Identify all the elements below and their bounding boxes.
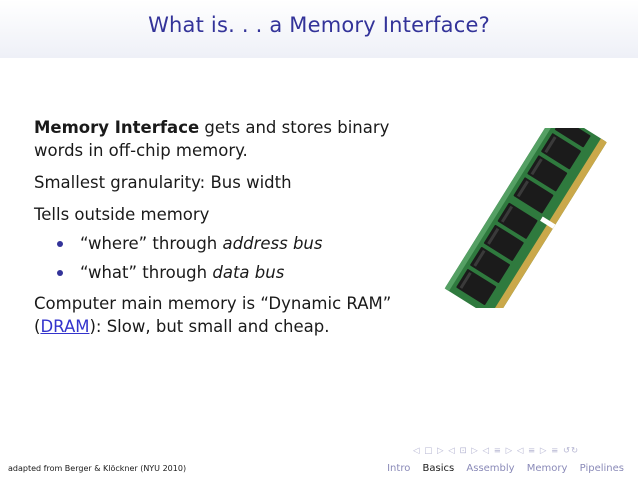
nav-item-assembly[interactable]: Assembly: [466, 463, 515, 474]
dram-line-2: ): Slow, but small and cheap.: [89, 317, 330, 336]
nav-item-pipelines[interactable]: Pipelines: [579, 463, 624, 474]
bullet-icon: [57, 241, 63, 247]
dram-link[interactable]: DRAM: [40, 317, 90, 336]
nav-item-basics[interactable]: Basics: [422, 463, 455, 474]
paragraph-dram: Computer main memory is “Dynamic RAM” (D…: [34, 292, 429, 338]
ram-module-icon: [440, 110, 620, 321]
slide-header: What is. . . a Memory Interface?: [0, 0, 638, 58]
dram-line-1: Computer main memory is “Dynamic RAM”: [34, 294, 392, 313]
bullet-emphasis: data bus: [212, 263, 285, 282]
slide-footer: adapted from Berger & Klöckner (NYU 2010…: [0, 456, 638, 479]
bullet-item-address: “where” through address bus: [54, 232, 429, 255]
paragraph-text: gets and stores binary words in off-chip…: [34, 118, 390, 160]
slide-body: Memory Interface gets and stores binary …: [34, 116, 429, 347]
beamer-nav-controls[interactable]: ◁ □ ▷ ◁ ⊡ ▷ ◁ ≡ ▷ ◁ ≡ ▷ ≡ ↺↻: [413, 446, 580, 456]
paragraph-granularity: Smallest granularity: Bus width: [34, 173, 292, 192]
bullet-list: “where” through address bus “what” throu…: [54, 232, 429, 284]
bullet-text: “where” through: [80, 234, 223, 253]
term-memory-interface: Memory Interface: [34, 118, 200, 137]
paren-open: (: [34, 317, 41, 336]
bullet-icon: [57, 270, 63, 276]
section-nav: Intro Basics Assembly Memory Pipelines: [378, 463, 624, 474]
bullet-text: “what” through: [80, 263, 213, 282]
nav-item-memory[interactable]: Memory: [526, 463, 568, 474]
nav-item-intro[interactable]: Intro: [387, 463, 411, 474]
paragraph-tells-memory: Tells outside memory: [34, 205, 210, 224]
paragraph-memory-interface: Memory Interface gets and stores binary …: [34, 116, 429, 162]
bullet-emphasis: address bus: [222, 234, 323, 253]
footer-credit: adapted from Berger & Klöckner (NYU 2010…: [8, 464, 187, 473]
slide-title: What is. . . a Memory Interface?: [148, 13, 490, 37]
bullet-item-data: “what” through data bus: [54, 261, 429, 284]
